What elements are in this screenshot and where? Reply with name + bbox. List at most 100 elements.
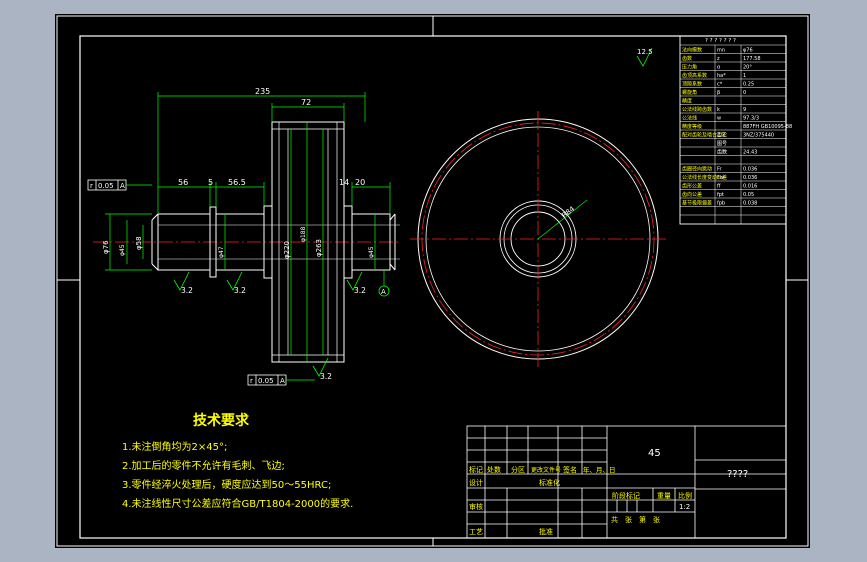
tb-approve: 批准	[539, 527, 553, 536]
roughness-symbols	[173, 47, 653, 377]
dim-seg-56-5: 56.5	[228, 178, 246, 187]
tb-h-count: 处数	[487, 465, 501, 474]
roughness-1: 3.2	[181, 286, 193, 295]
dim-seg-5: 5	[208, 178, 213, 187]
param-cell: 基节极限偏差	[682, 200, 712, 207]
tol-bottom-sym: r	[250, 377, 253, 385]
root-circle	[425, 126, 651, 352]
param-cell: 0.25	[743, 82, 754, 88]
tech-item-3: 3.零件经淬火处理后，硬度应达到50～55HRC;	[122, 478, 331, 491]
tolerance-frame-top: r 0.05 A	[87, 179, 152, 191]
param-cell: 3NZ/375440	[743, 133, 774, 139]
tol-bottom-datum: A	[280, 377, 285, 385]
param-cell: 精度	[682, 98, 692, 105]
param-cell: 97.3/3	[743, 116, 759, 122]
dim-dia-phi45r: φ45	[368, 246, 375, 258]
param-cell: 螺旋角	[682, 89, 697, 96]
param-cell: 0.038	[743, 201, 757, 207]
dim-gear-width: 72	[301, 98, 311, 107]
dim-overall-length: 235	[255, 87, 270, 96]
param-cell: 齿数	[717, 149, 727, 156]
dim-seg-14: 14	[339, 178, 349, 187]
tol-top-datum: A	[120, 182, 125, 190]
datum-marker-label: A	[381, 288, 386, 296]
side-view	[93, 121, 400, 363]
param-cell: 24.43	[743, 150, 757, 156]
param-cell: 齿向公差	[682, 191, 702, 198]
param-cell: 齿数	[682, 55, 692, 62]
radius-leader	[537, 199, 588, 240]
param-cell: 压力角	[682, 64, 697, 71]
param-cell: 精度等级	[682, 123, 702, 130]
param-cell: Fw	[717, 175, 724, 181]
param-cell: 177.58	[743, 56, 761, 62]
tb-review: 审核	[469, 502, 483, 511]
roughness-text: 3.2 3.2 3.2 3.2 12.5	[181, 48, 653, 381]
roughness-2: 3.2	[234, 286, 246, 295]
dim-dia-phi45: φ45	[119, 244, 126, 256]
roughness-3: 3.2	[354, 286, 366, 295]
tb-h-date: 年、月、日	[583, 465, 616, 474]
tb-h-mark: 标记	[469, 465, 483, 474]
side-dim-text: 235 72 56 5 56.5 14 20 φ76 φ45 φ58 φ47 φ…	[102, 87, 375, 259]
front-view	[410, 111, 667, 369]
param-cell: ha*	[717, 73, 726, 79]
param-cell: c*	[717, 82, 723, 88]
radius-label: R84	[560, 205, 576, 220]
tol-bottom-value: 0.05	[258, 377, 274, 385]
drawing-canvas: 235 72 56 5 56.5 14 20 φ76 φ45 φ58 φ47 φ…	[56, 15, 809, 547]
dim-dia-58: φ58	[135, 236, 143, 250]
tb-name: ????	[727, 469, 748, 480]
right-shaft	[351, 213, 391, 271]
tb-material: 45	[648, 448, 661, 459]
param-cell: 公法线	[682, 115, 697, 122]
param-cell: 图号	[717, 141, 727, 147]
dim-dia-phi47: φ47	[218, 246, 225, 258]
param-cell: 20°	[743, 65, 752, 71]
param-cell: fpt	[717, 192, 724, 198]
title-block	[466, 425, 787, 539]
title-block-text: 45 ???? 标记 处数 分区 更改文件号 签名 年、月、日 设计 标准化 阶…	[469, 448, 748, 536]
tb-design: 设计	[469, 478, 483, 487]
tol-top-sym: r	[90, 182, 93, 190]
roughness-top: 12.5	[637, 48, 653, 56]
roughness-4: 3.2	[320, 372, 332, 381]
param-cell: Fr	[717, 167, 723, 173]
dim-dia-phi188: φ188	[300, 226, 307, 242]
drawing-sheet: 235 72 56 5 56.5 14 20 φ76 φ45 φ58 φ47 φ…	[55, 14, 810, 548]
param-cell: 齿圈径向跳动	[682, 166, 712, 173]
param-cell: 公法线长度变动公差	[682, 174, 727, 181]
side-dimensions	[105, 92, 391, 362]
param-cell: 齿顶高系数	[682, 72, 707, 79]
dim-seg-20: 20	[355, 178, 365, 187]
param-cell: 0.036	[743, 167, 757, 173]
param-cell: 顶隙系数	[682, 81, 702, 88]
param-cell: 0	[743, 90, 746, 96]
param-cell: 公法线跨齿数	[682, 106, 712, 113]
tb-h-doc: 更改文件号	[531, 466, 561, 474]
param-cell: fpb	[717, 201, 725, 207]
tech-item-1: 1.未注倒角均为2×45°;	[122, 440, 227, 453]
param-cell: 0.036	[743, 175, 757, 181]
param-cell: mn	[717, 48, 725, 54]
param-cell: k	[717, 107, 720, 113]
tol-top-value: 0.05	[98, 182, 114, 190]
tech-title: 技术要求	[193, 412, 250, 429]
dim-seg-56: 56	[178, 178, 188, 187]
param-cell: z	[717, 56, 720, 62]
param-cell: 887FH GB10095-88	[743, 124, 792, 130]
tb-sheet-info: 共 张 第 张	[611, 515, 660, 524]
param-cell: ff	[717, 184, 721, 190]
param-cell: 齿形公差	[682, 183, 702, 190]
param-cell: 法向模数	[682, 47, 702, 54]
tb-standard: 标准化	[539, 478, 560, 487]
param-table-title: ? ? ? ? ? ? ?	[705, 38, 736, 44]
param-cell: 9	[743, 107, 746, 113]
param-cell: β	[717, 90, 720, 96]
param-cell: w	[717, 116, 721, 122]
dim-dia-263: φ263	[315, 239, 323, 257]
tb-scale-label: 比例	[678, 491, 692, 500]
tb-h-sign: 签名	[563, 465, 577, 474]
param-cell: φ76	[743, 48, 753, 54]
